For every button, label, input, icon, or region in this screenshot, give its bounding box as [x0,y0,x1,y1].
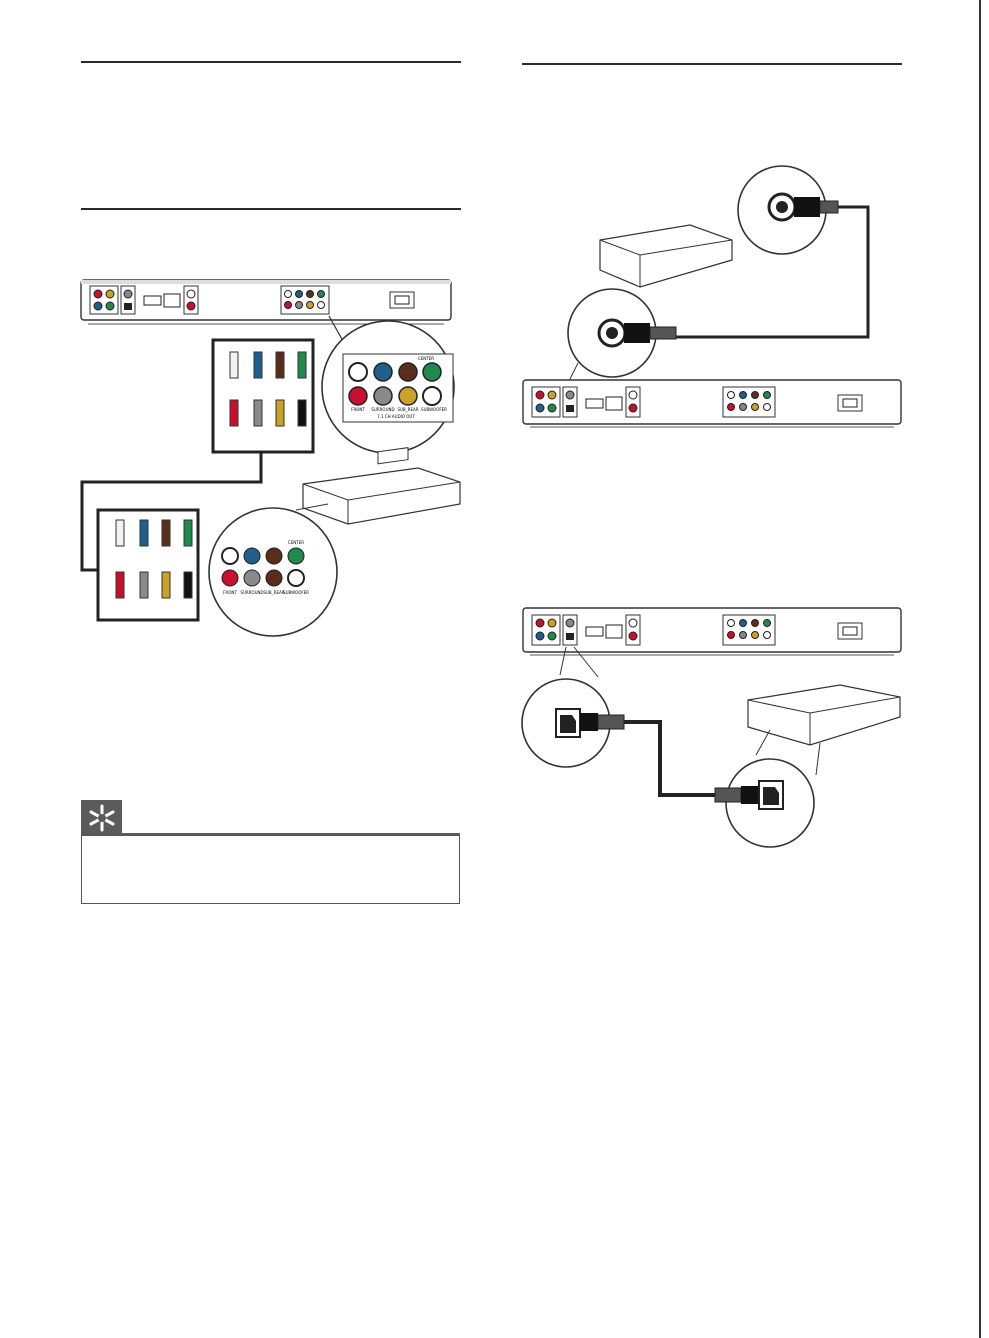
page-edge [979,0,981,1338]
tip-header-strip [122,833,460,835]
rca-cable-bundle-top [211,338,315,454]
audio-out-label: 7.1 CH AUDIO OUT [377,414,415,419]
subwoofer-port-label-2: SUBWOOFER [283,590,309,595]
center-port-label-2: CENTER [288,540,304,545]
multichannel-connection-figure: CENTER FRONT SURROUND SUB_REAR SUBWOOFER… [80,279,461,637]
sub-rear-port-label-2: SUB_REAR [263,590,284,595]
receiver-input-zoom: CENTER FRONT SURROUND SUB_REAR SUBWOOFER [208,503,338,637]
player-rear-panel-optical [522,607,902,656]
surround-port-label-2: SURROUND [240,590,263,595]
coaxial-zoom-device [737,165,839,255]
front-port-label-2: FRONT [223,590,237,595]
av-receiver-illustration [302,447,461,525]
tip-icon-block [81,800,122,835]
coaxial-zoom-player [567,288,677,384]
coaxial-connection-figure [522,165,902,428]
front-port-label: FRONT [351,407,365,412]
sub-rear-port-label: SUB_REAR [397,407,418,412]
optical-zoom-device [714,729,821,848]
optical-connection-figure [521,607,902,848]
section-rule-top-left [81,61,461,63]
player-rear-panel [80,279,452,325]
player-rear-panel-coaxial [522,379,902,428]
tip-box [81,835,460,904]
center-port-label: CENTER [418,356,434,361]
subwoofer-port-label: SUBWOOFER [421,407,447,412]
optical-zoom-player [521,646,625,768]
section-rule-top-right [522,63,902,65]
audio-out-zoom: CENTER FRONT SURROUND SUB_REAR SUBWOOFER… [321,315,455,454]
surround-port-label: SURROUND [371,407,394,412]
source-device-illustration [599,224,733,288]
source-device-illustration-optical [747,684,901,746]
rca-cable-bundle-bottom [96,508,200,622]
asterisk-tip-icon [89,804,115,832]
section-rule-mid-left [81,208,461,210]
